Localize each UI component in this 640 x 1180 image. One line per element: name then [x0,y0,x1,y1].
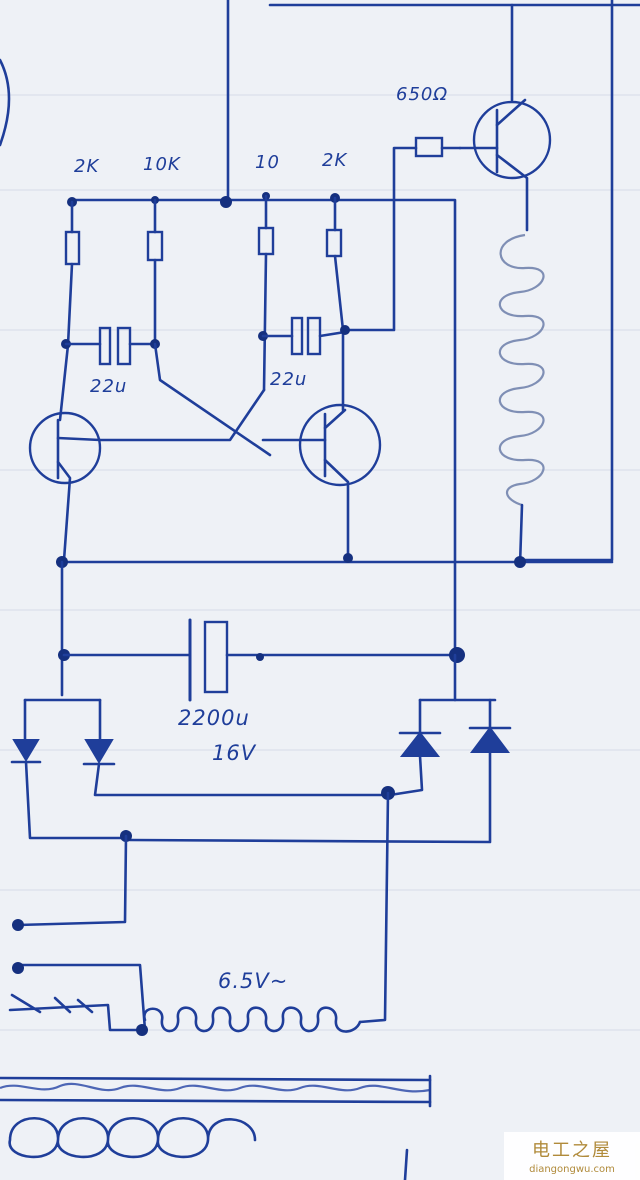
power-transistor [458,98,552,232]
label-c-right: 22u [270,369,307,390]
label-650-ohm: 650Ω [396,84,448,105]
resistor-10 [257,194,275,392]
resistor-10k [146,198,164,347]
capacitor-22u-right [258,316,350,356]
cross-coupling [98,342,302,457]
label-r3: 10 [255,152,280,173]
filter-capacitor [58,560,465,702]
label-r4: 2K [322,150,347,171]
watermark: 电工之屋 diangongwu.com [504,1132,640,1180]
watermark-text: 电工之屋 [532,1140,612,1161]
label-filter-cap: 2200u [178,706,250,730]
upper-bus [67,192,457,652]
label-c-left: 22u [90,376,127,397]
transformer-secondary [8,791,390,1036]
transformer-core [0,1074,432,1180]
capacitor-22u-left [61,326,160,366]
label-r1: 2K [74,156,99,177]
relay-coil [498,233,545,567]
ground-rail [56,553,614,568]
transistor-right [298,403,382,562]
label-transformer: 6.5V~ [218,969,288,993]
label-r2: 10K [143,154,181,175]
component-labels: 650Ω 2K 10K 10 2K 22u 22u 2200u 16V 6.5V… [74,84,448,993]
transistor-left [28,411,102,562]
watermark-url: diangongwu.com [529,1164,615,1175]
resistor-650 [348,136,462,332]
label-filter-volt: 16V [212,741,257,765]
rectifier-left [10,698,390,840]
resistor-2k-right [325,196,345,412]
resistor-2k-left [58,200,81,422]
wires-top [0,0,640,562]
rectifier-right [120,653,512,844]
